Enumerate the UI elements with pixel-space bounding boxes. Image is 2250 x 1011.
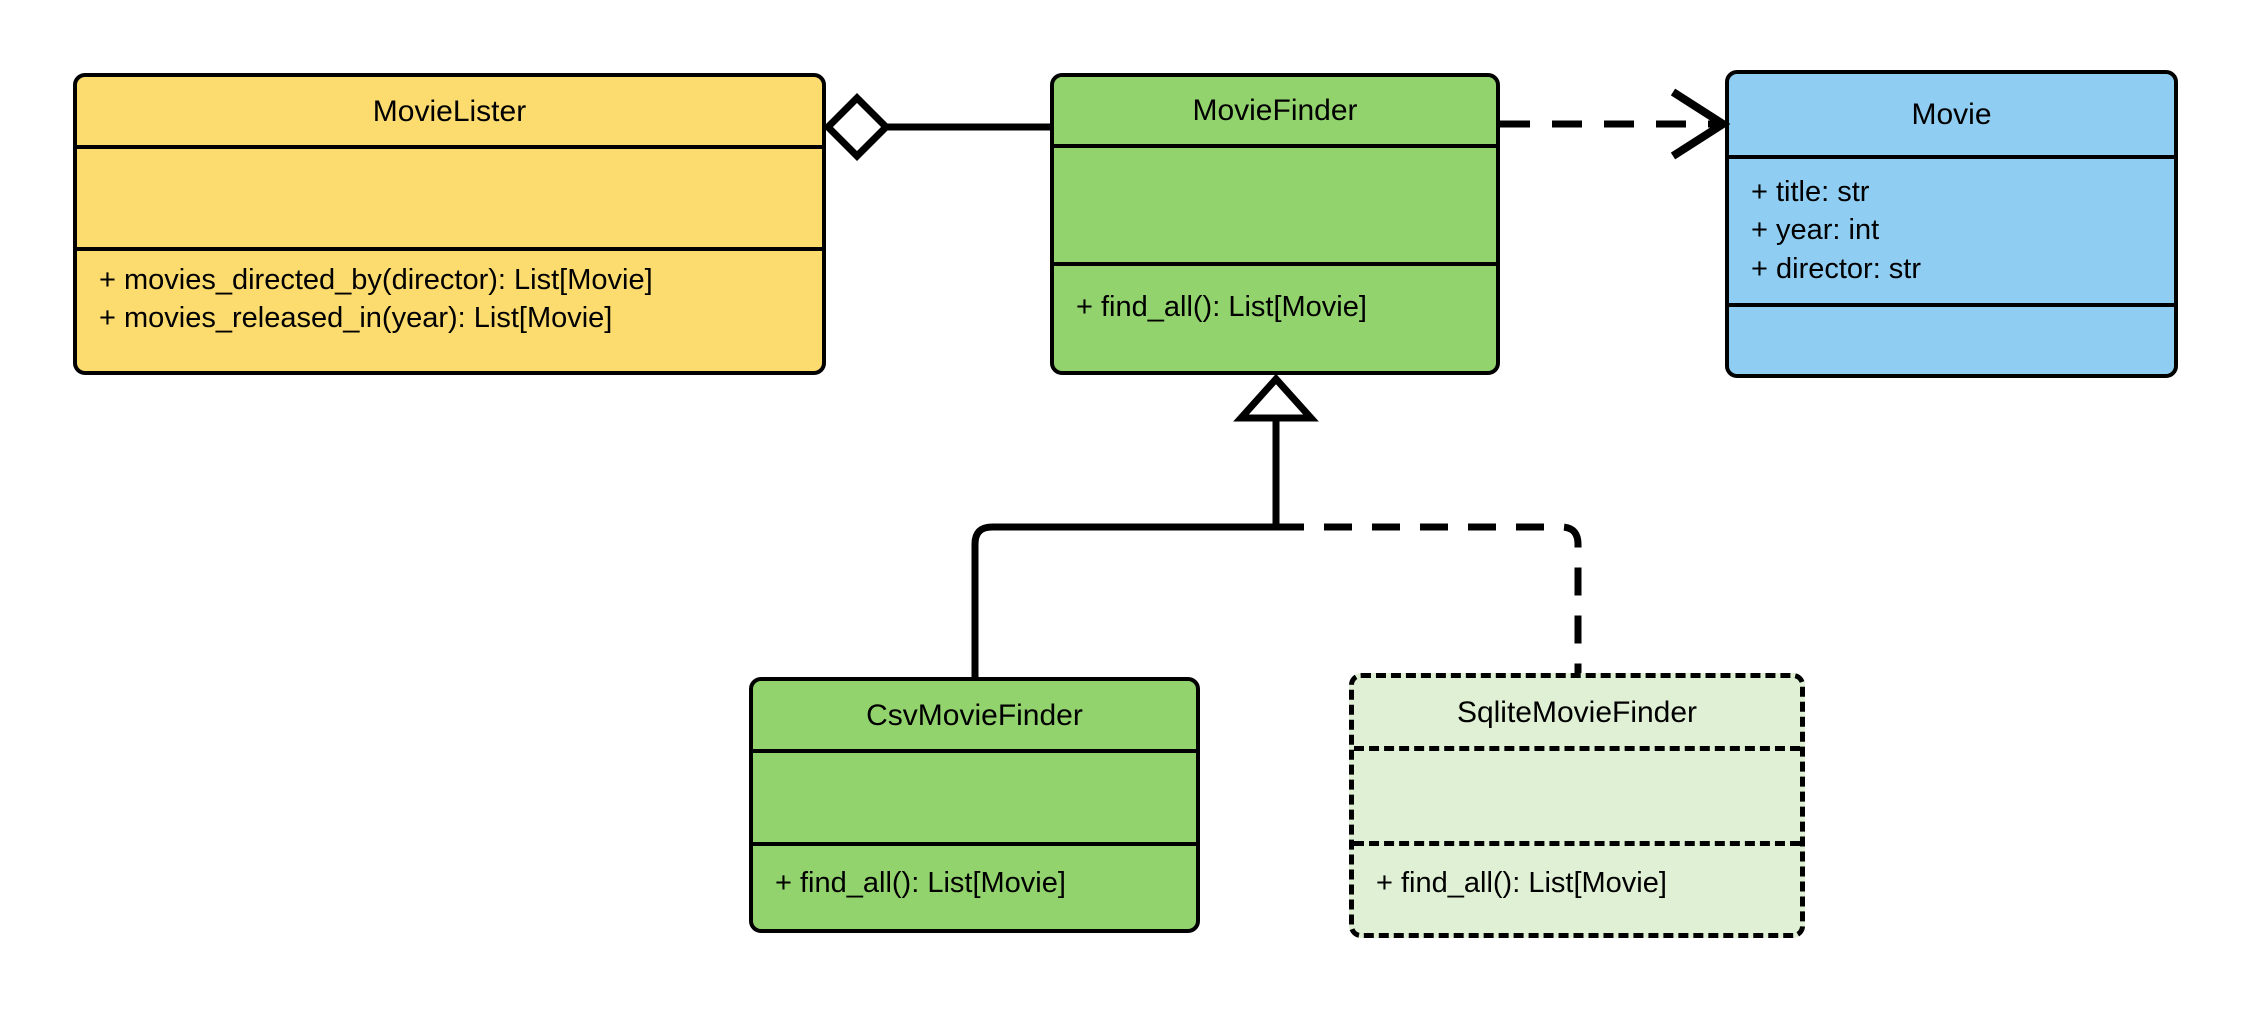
class-methods-compartment: + find_all(): List[Movie] [753, 842, 1196, 929]
generalization-connector-to-movie-finder [1233, 373, 1319, 527]
class-name-label: SqliteMovieFinder [1456, 695, 1698, 729]
method-item: + find_all(): List[Movie] [775, 867, 1066, 899]
method-item: + find_all(): List[Movie] [1076, 291, 1367, 323]
class-name-compartment: MovieFinder [1054, 77, 1496, 144]
class-methods-compartment [1729, 303, 2174, 374]
method-item: + find_all(): List[Movie] [1376, 867, 1667, 899]
class-box-movie[interactable]: Movie + title: str + year: int + directo… [1725, 70, 2178, 378]
generalization-line-sqlite [1276, 523, 1582, 673]
attribute-item: + year: int [1751, 214, 1880, 247]
method-item: + movies_directed_by(director): List[Mov… [99, 264, 653, 296]
class-name-label: MovieFinder [1192, 94, 1358, 127]
class-box-sqlite-movie-finder[interactable]: SqliteMovieFinder + find_all(): List[Mov… [1349, 673, 1805, 938]
class-methods-compartment: + find_all(): List[Movie] [1054, 262, 1496, 371]
class-attributes-compartment: + title: str + year: int + director: str [1729, 155, 2174, 303]
attribute-item: + director: str [1751, 252, 1922, 285]
class-name-label: Movie [1911, 98, 1992, 131]
open-arrow-icon [1670, 88, 1731, 160]
dependency-connector-finder-movie [1500, 88, 1731, 160]
aggregation-connector-lister-finder [823, 93, 1050, 161]
class-attributes-compartment [1054, 144, 1496, 262]
class-name-compartment: Movie [1729, 74, 2174, 155]
hollow-triangle-icon [1233, 373, 1319, 422]
class-name-compartment: SqliteMovieFinder [1354, 678, 1800, 746]
class-attributes-compartment [77, 145, 822, 247]
class-box-csv-movie-finder[interactable]: CsvMovieFinder + find_all(): List[Movie] [749, 677, 1200, 933]
method-item: + movies_released_in(year): List[Movie] [99, 302, 613, 335]
class-methods-compartment: + movies_directed_by(director): List[Mov… [77, 247, 822, 371]
generalization-branch-csv-movie-finder [971, 523, 1276, 677]
attribute-item: + title: str [1751, 176, 1870, 208]
class-methods-compartment: + find_all(): List[Movie] [1354, 841, 1800, 933]
class-box-movie-finder[interactable]: MovieFinder + find_all(): List[Movie] [1050, 73, 1500, 375]
class-attributes-compartment [753, 749, 1196, 842]
open-diamond-icon [823, 93, 891, 161]
class-name-label: CsvMovieFinder [866, 698, 1083, 732]
class-attributes-compartment [1354, 746, 1800, 841]
class-name-compartment: MovieLister [77, 77, 822, 145]
generalization-branch-sqlite-movie-finder [1276, 523, 1582, 673]
class-name-compartment: CsvMovieFinder [753, 681, 1196, 749]
class-name-label: MovieLister [372, 94, 527, 128]
class-box-movie-lister[interactable]: MovieLister + movies_directed_by(directo… [73, 73, 826, 375]
generalization-line-csv [971, 523, 1276, 677]
